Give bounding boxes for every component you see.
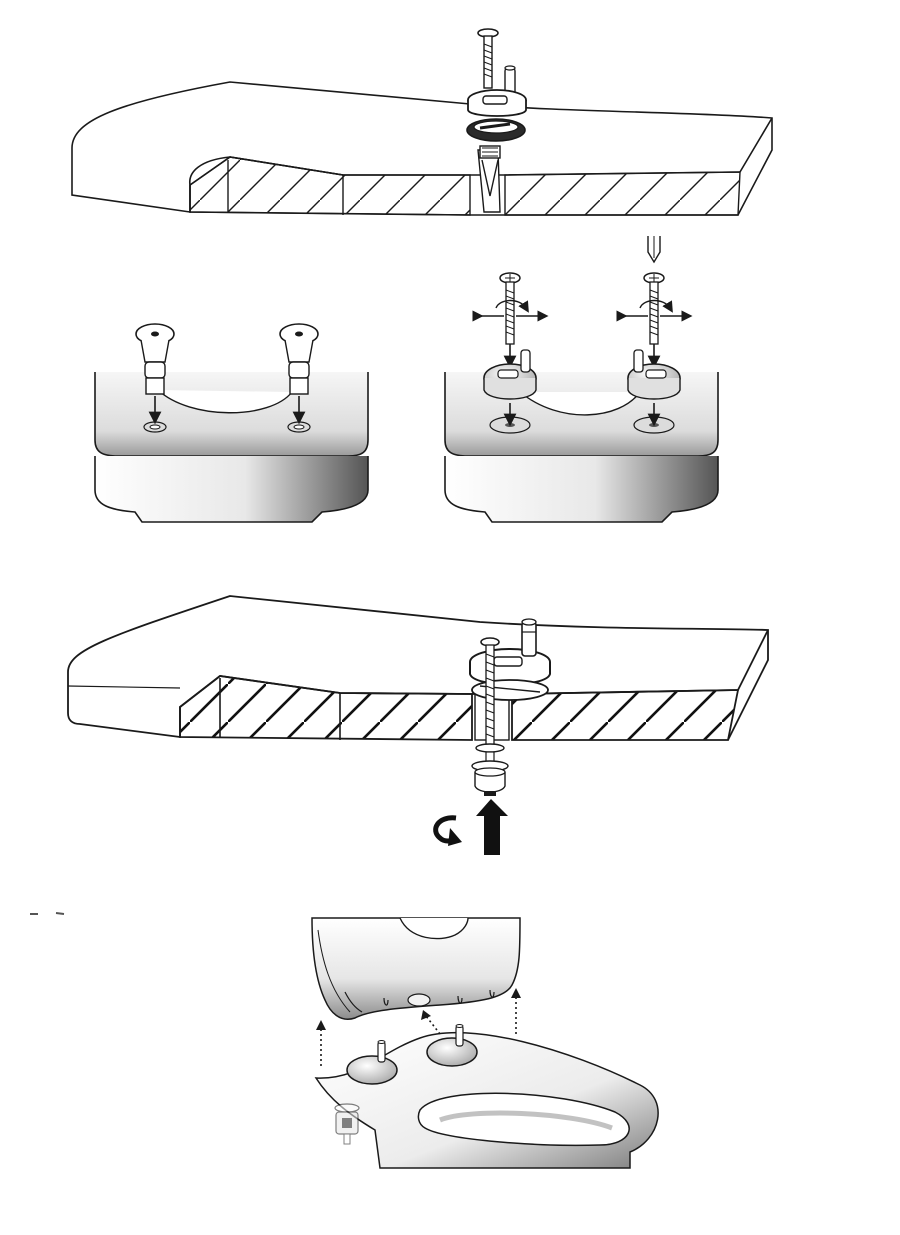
washer-icon [466,118,526,142]
bracket-assembly-1 [472,272,549,427]
plug-left-1 [135,323,175,425]
decorative-marks [30,912,65,915]
seat-top-surface-2 [67,595,769,741]
bracket-icon [467,89,527,117]
bracket-assembly-2 [616,272,693,427]
bracket-cap-2 [426,1024,478,1067]
seat-hatched-section-2 [179,675,473,741]
seat-hatched-section [189,156,471,216]
dotted-arrow-icon [316,1020,326,1066]
rotate-arrow-icon [639,299,673,313]
fixing-bolt-faded [334,1103,360,1145]
washer-and-nut-icon [471,743,509,796]
seat-top-surface [71,81,773,216]
bowl-opening [417,1092,630,1147]
seat-hatched-section-2-right [511,689,740,741]
step-2-bowl-top-view [94,236,719,523]
step-4-seat-mounting [30,912,659,1169]
pin-icon [504,65,516,97]
step-1-seat-fixing-section [71,28,773,216]
screw-icon [477,28,499,89]
seat-underside [311,917,521,1020]
rotate-arrow-icon [495,299,529,313]
bracket-icon [469,648,551,701]
arrow-up-icon [476,799,508,855]
seat-hatched-section-right [504,171,741,216]
screwdriver-icon [647,236,661,264]
step-3-nut-tightening-section [67,595,769,855]
dotted-arrow-icon [511,988,521,1034]
bowl-left [94,372,369,523]
pin-icon [521,618,537,657]
expansion-insert-icon [479,145,501,197]
bracket-cap-1 [346,1040,398,1085]
dotted-arrow-icon [421,1010,441,1035]
plug-left-2 [279,323,319,425]
